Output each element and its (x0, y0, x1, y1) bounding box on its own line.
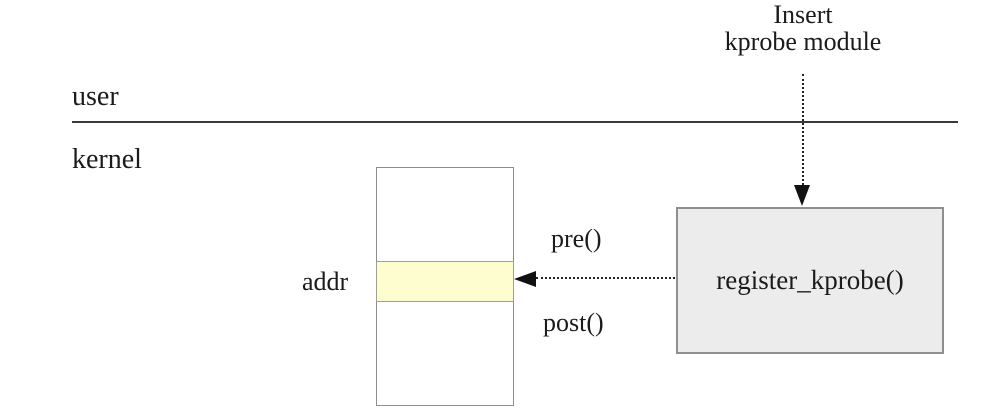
hook-arrow-left-head-icon (514, 271, 536, 287)
pre-handler-label: pre() (551, 224, 602, 253)
register-kprobe-label: register_kprobe() (716, 265, 904, 295)
hook-arrow-dotted-line (536, 277, 675, 279)
addr-label: addr (302, 267, 349, 296)
probed-address-slot (376, 261, 514, 302)
insert-kprobe-module-label: Insert kprobe module (690, 1, 916, 55)
register-kprobe-box: register_kprobe() (676, 207, 944, 354)
user-space-label: user (72, 81, 119, 112)
insert-arrow-dotted-line (802, 74, 804, 185)
post-handler-label: post() (543, 308, 604, 337)
insert-label-line1: Insert (773, 0, 833, 29)
user-kernel-divider-line (72, 121, 958, 123)
kernel-space-label: kernel (72, 144, 142, 175)
insert-label-line2: kprobe module (724, 27, 882, 56)
insert-arrow-down-head-icon (794, 185, 810, 206)
